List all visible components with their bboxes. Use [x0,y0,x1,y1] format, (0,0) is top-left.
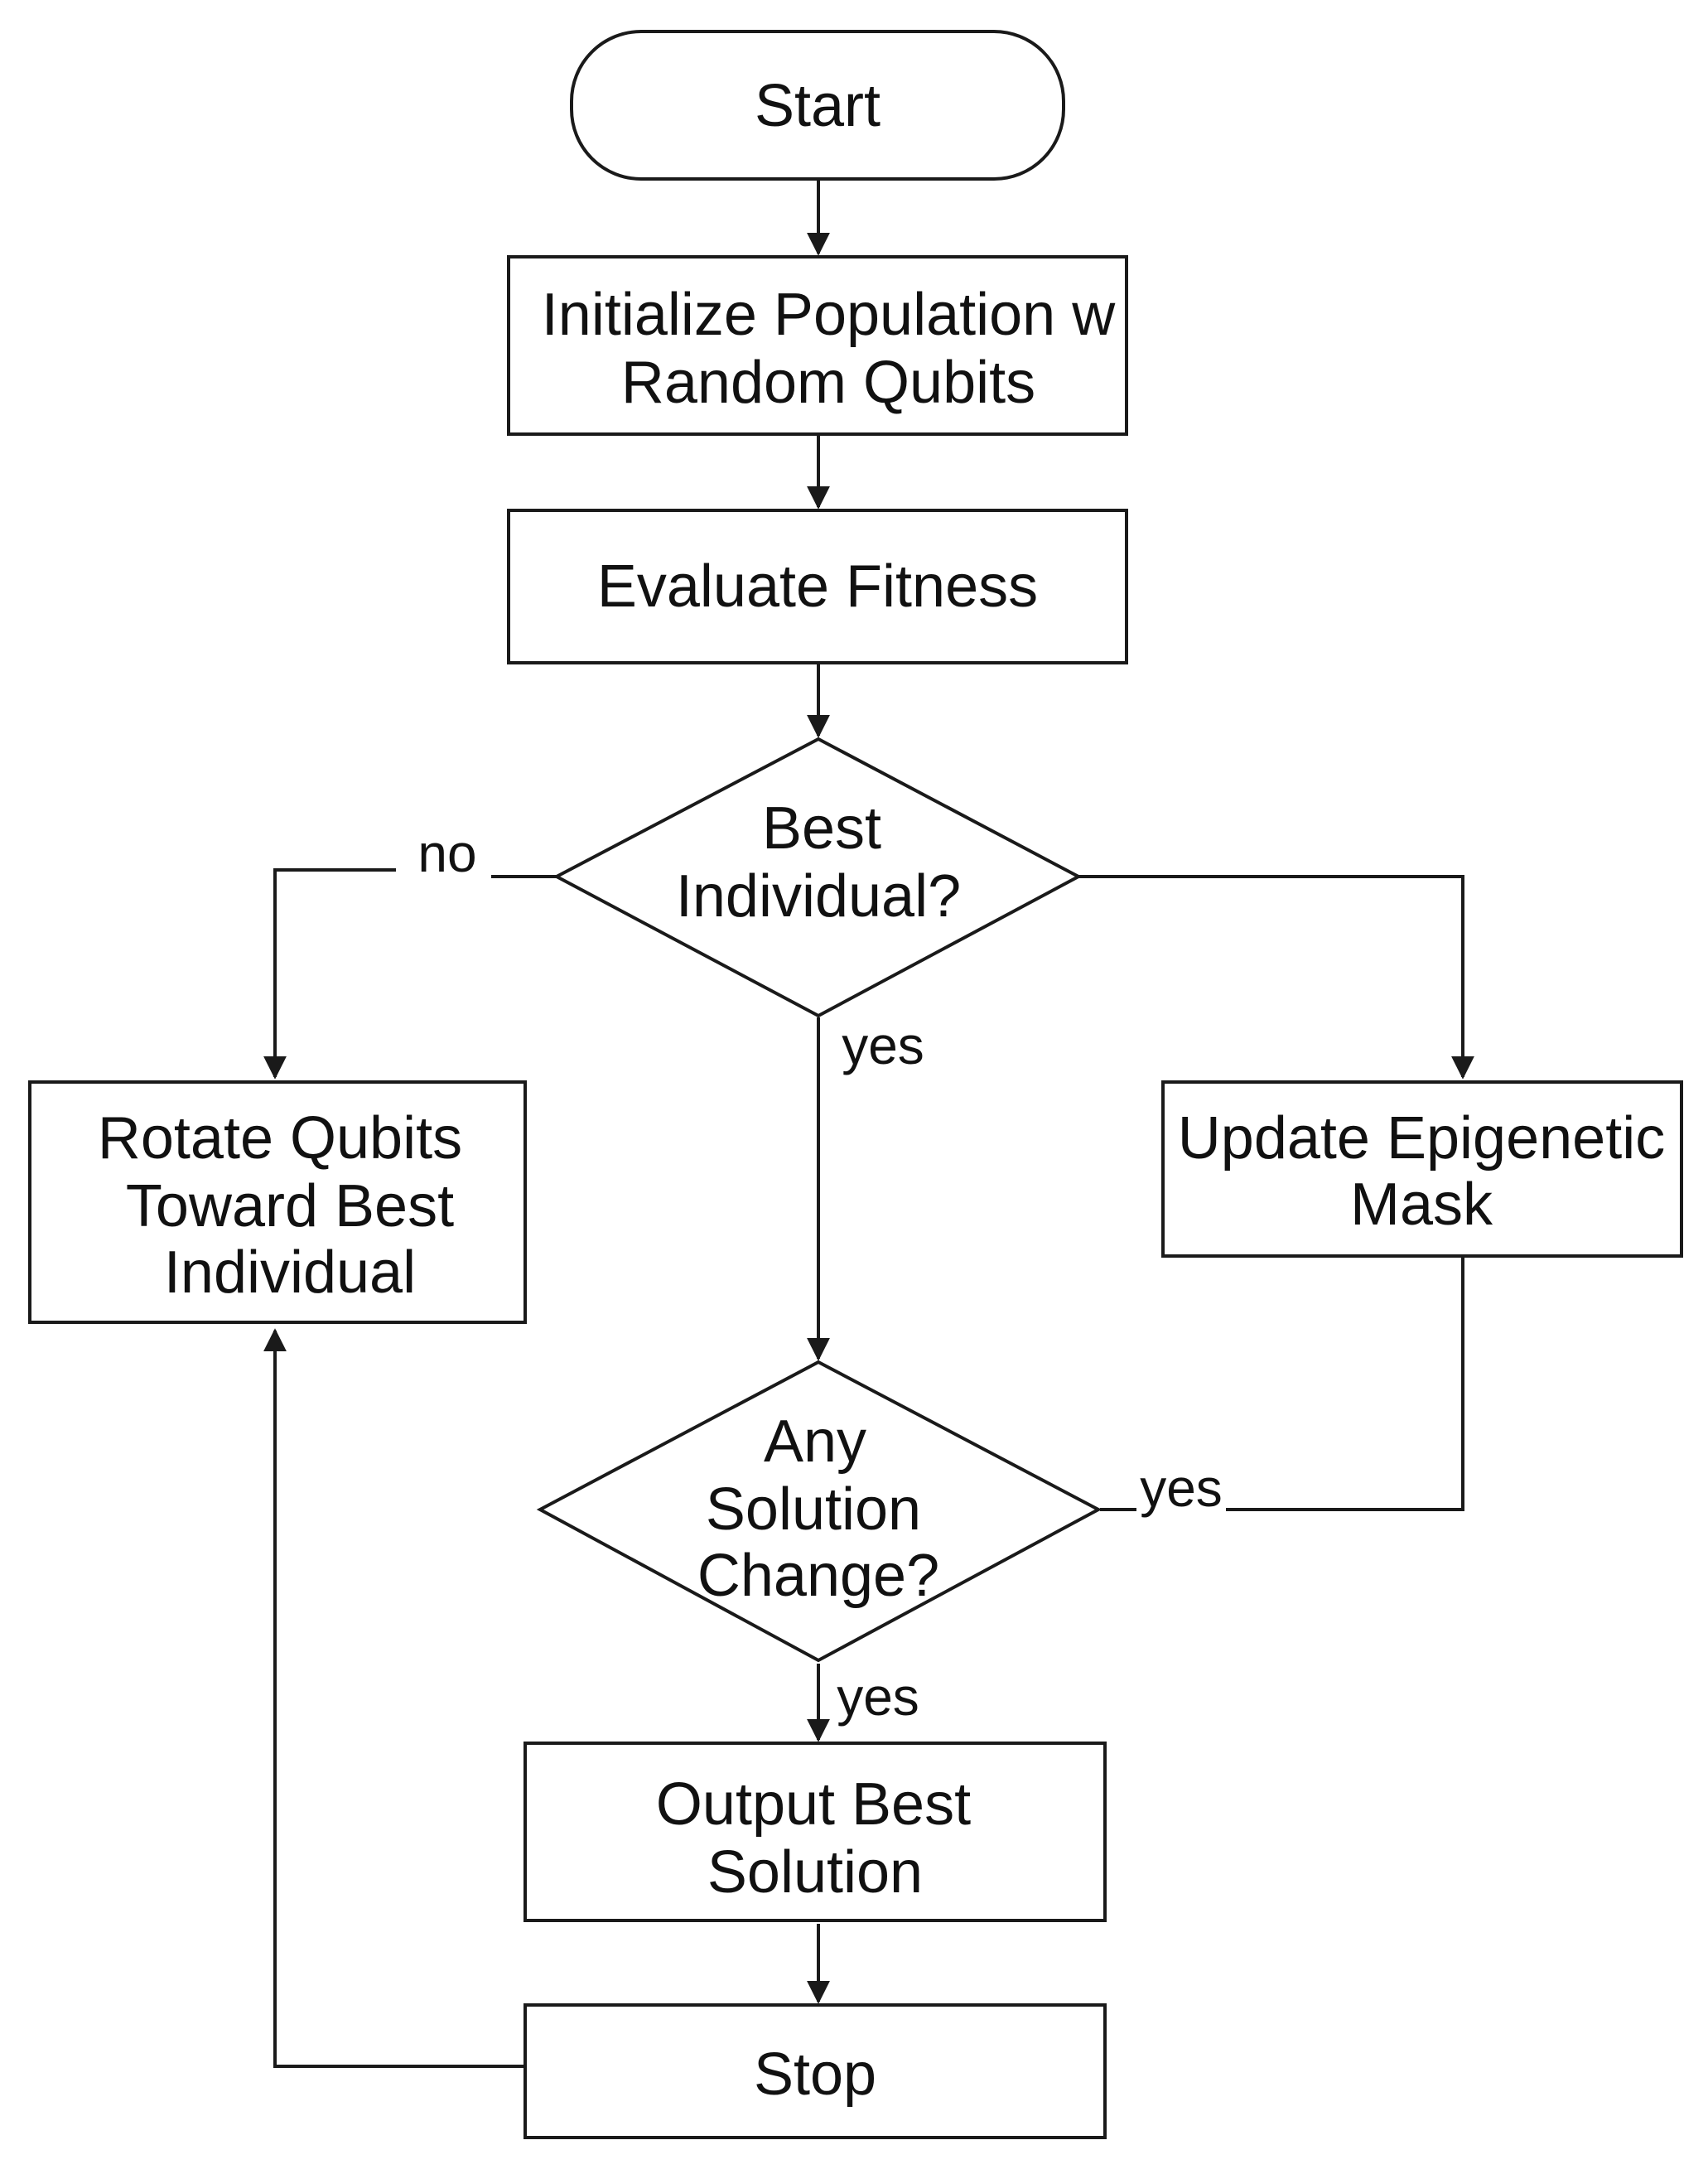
update-mask-node: Update Epigenetic Mask [1161,1080,1683,1258]
init-node-line-1: Initialize Population w [542,282,1116,348]
solution-change-decision: Any Solution Change? [536,1360,1102,1663]
init-node-line-2: Random Qubits [621,350,1035,416]
evaluate-node: Evaluate Fitness [507,509,1128,664]
edge-stop-to-rotate [263,1328,527,2068]
update-mask-line-2: Mask [1350,1172,1493,1238]
rotate-node-line-3: Individual [164,1239,416,1306]
rotate-qubits-node: Rotate Qubits Toward Best Individual [28,1080,527,1324]
edge-best-no-to-rotate-2 [263,868,396,1080]
start-node-label: Start [755,73,881,139]
rotate-node-line-1: Rotate Qubits [98,1105,462,1172]
stop-node-label: Stop [754,2041,876,2108]
init-node: Initialize Population w Random Qubits [507,255,1128,436]
update-mask-line-1: Update Epigenetic [1178,1105,1665,1172]
change-decision-line-2: Solution [706,1476,921,1543]
change-decision-line-3: Change? [697,1543,939,1609]
best-yes-label: yes [842,1016,924,1075]
change-decision-line-1: Any [764,1408,866,1475]
edge-best-to-update-mask [1077,875,1474,1080]
start-node: Start [570,30,1065,181]
stop-node: Stop [523,2003,1107,2139]
change-yes-label: yes [837,1667,919,1727]
output-node-line-1: Output Best [656,1771,971,1838]
mask-yes-label: yes [1140,1458,1223,1518]
best-decision-line-2: Individual? [676,863,961,930]
output-node-line-2: Solution [707,1839,923,1906]
best-individual-decision: Best Individual? [552,737,1083,1018]
edge-mask-to-change-line [1226,1258,1464,1511]
output-node: Output Best Solution [523,1742,1107,1922]
rotate-node-line-2: Toward Best [126,1173,454,1239]
best-decision-line-1: Best [762,795,881,862]
evaluate-node-label: Evaluate Fitness [597,553,1038,620]
best-no-label: no [417,824,476,883]
